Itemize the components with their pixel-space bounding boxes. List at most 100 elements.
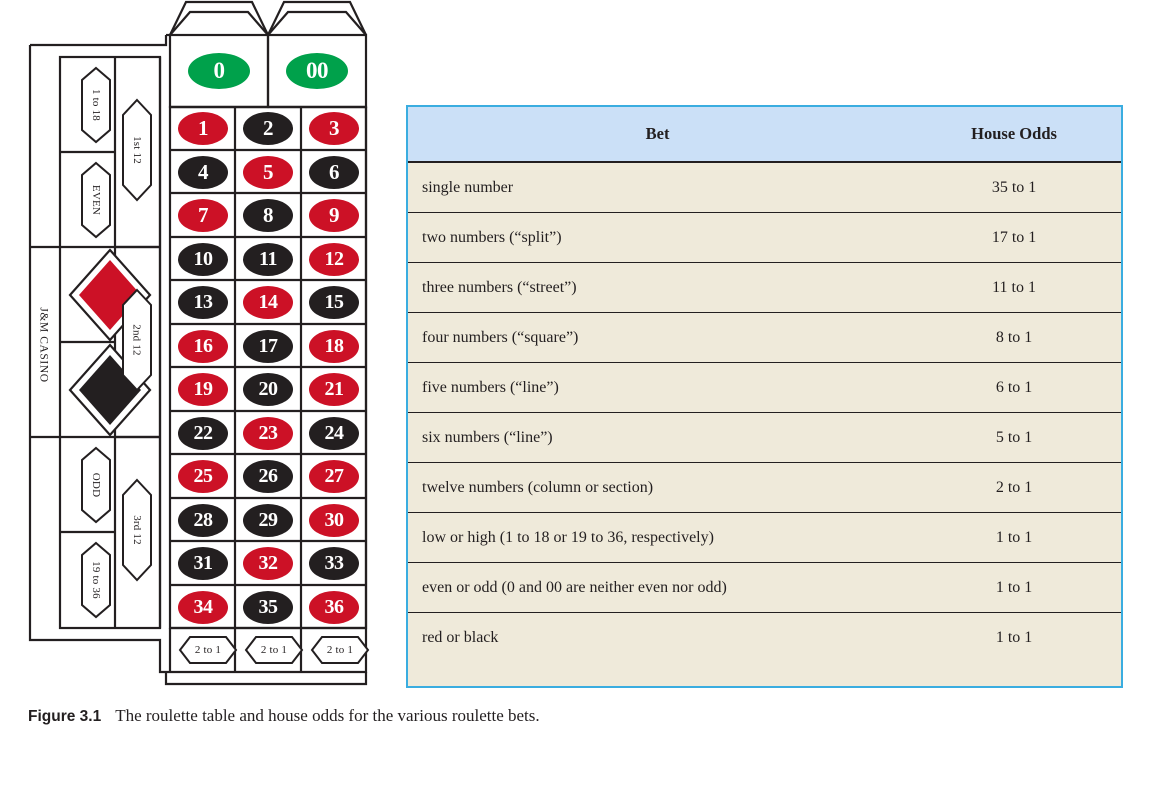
cell-odds: 5 to 1 — [907, 412, 1121, 463]
roulette-layout-lines — [28, 0, 370, 686]
bet-column-3-label: 2 to 1 — [326, 644, 354, 656]
pocket-21[interactable]: 21 — [309, 373, 359, 406]
pocket-20[interactable]: 20 — [243, 373, 293, 406]
table-row: five numbers (“line”) 6 to 1 — [408, 362, 1121, 413]
pocket-18[interactable]: 18 — [309, 330, 359, 363]
cell-bet: even or odd (0 and 00 are neither even n… — [408, 562, 908, 613]
cell-odds: 1 to 1 — [907, 612, 1121, 662]
hex-column-3 — [310, 636, 370, 664]
bet-dozen-1st-12[interactable]: 1st 12 — [107, 100, 167, 200]
table-row: twelve numbers (column or section) 2 to … — [408, 462, 1121, 513]
cell-odds: 35 to 1 — [907, 162, 1121, 213]
cell-bet: low or high (1 to 18 or 19 to 36, respec… — [408, 512, 908, 563]
pocket-23[interactable]: 23 — [243, 417, 293, 450]
pocket-25[interactable]: 25 — [178, 460, 228, 493]
pocket-26[interactable]: 26 — [243, 460, 293, 493]
cell-bet: six numbers (“line”) — [408, 412, 908, 463]
zero-wing-left-inner — [169, 10, 269, 36]
table-row: single number 35 to 1 — [408, 162, 1121, 213]
pocket-13[interactable]: 13 — [178, 286, 228, 319]
pocket-6[interactable]: 6 — [309, 156, 359, 189]
cell-odds: 11 to 1 — [907, 262, 1121, 313]
pocket-24[interactable]: 24 — [309, 417, 359, 450]
table-row: low or high (1 to 18 or 19 to 36, respec… — [408, 512, 1121, 563]
hex-even — [81, 161, 111, 239]
pocket-14[interactable]: 14 — [243, 286, 293, 319]
hex-dozen-1 — [122, 98, 152, 202]
pocket-32[interactable]: 32 — [243, 547, 293, 580]
pocket-30[interactable]: 30 — [309, 504, 359, 537]
table-row: red or black 1 to 1 — [408, 612, 1121, 662]
table-row: six numbers (“line”) 5 to 1 — [408, 412, 1121, 463]
pocket-5[interactable]: 5 — [243, 156, 293, 189]
pocket-36[interactable]: 36 — [309, 591, 359, 624]
pocket-31[interactable]: 31 — [178, 547, 228, 580]
figure-caption: Figure 3.1 The roulette table and house o… — [28, 706, 1128, 726]
cell-bet: two numbers (“split”) — [408, 212, 908, 263]
bet-dozen-3-label: 3rd 12 — [131, 515, 143, 545]
house-odds-table: Bet House Odds single number 35 to 1 two… — [406, 105, 1123, 688]
pocket-29[interactable]: 29 — [243, 504, 293, 537]
pocket-3[interactable]: 3 — [309, 112, 359, 145]
pocket-12[interactable]: 12 — [309, 243, 359, 276]
pocket-17[interactable]: 17 — [243, 330, 293, 363]
table-foot — [164, 672, 368, 686]
cell-odds: 2 to 1 — [907, 462, 1121, 513]
cell-odds: 8 to 1 — [907, 312, 1121, 363]
table-header-row: Bet House Odds — [408, 107, 1121, 163]
bet-low-label: 1 to 18 — [90, 89, 102, 121]
table-row: four numbers (“square”) 8 to 1 — [408, 312, 1121, 363]
pocket-1[interactable]: 1 — [178, 112, 228, 145]
pocket-7[interactable]: 7 — [178, 199, 228, 232]
pocket-22[interactable]: 22 — [178, 417, 228, 450]
cell-odds: 6 to 1 — [907, 362, 1121, 413]
pocket-27[interactable]: 27 — [309, 460, 359, 493]
pocket-9[interactable]: 9 — [309, 199, 359, 232]
pocket-8[interactable]: 8 — [243, 199, 293, 232]
pocket-34[interactable]: 34 — [178, 591, 228, 624]
pocket-00[interactable]: 00 — [286, 53, 348, 89]
casino-name-text: J&M CASINO — [38, 307, 50, 383]
bet-dozen-3rd-12[interactable]: 3rd 12 — [107, 480, 167, 580]
cell-odds: 1 to 1 — [907, 512, 1121, 563]
cell-bet: four numbers (“square”) — [408, 312, 908, 363]
pocket-11[interactable]: 11 — [243, 243, 293, 276]
cell-bet: single number — [408, 162, 908, 213]
bet-dozen-2nd-12[interactable]: 2nd 12 — [107, 290, 167, 390]
pocket-35[interactable]: 35 — [243, 591, 293, 624]
figure-label: Figure 3.1 — [28, 708, 102, 725]
pocket-10[interactable]: 10 — [178, 243, 228, 276]
bet-column-3[interactable]: 2 to 1 — [312, 637, 368, 663]
bet-column-1-label: 2 to 1 — [194, 644, 222, 656]
cell-bet: three numbers (“street”) — [408, 262, 908, 313]
bet-column-2[interactable]: 2 to 1 — [246, 637, 302, 663]
cell-bet: red or black — [408, 612, 908, 662]
zero-wing-left — [169, 0, 269, 36]
hex-low — [81, 66, 111, 144]
column-header-bet: Bet — [408, 107, 908, 163]
bet-even-label: EVEN — [89, 184, 102, 216]
pocket-33[interactable]: 33 — [309, 547, 359, 580]
hex-odd — [81, 446, 111, 524]
hex-high — [81, 541, 111, 619]
casino-name: J&M CASINO — [14, 290, 74, 400]
zero-wing-right — [267, 0, 367, 36]
roulette-table-figure: 0 00 1 2 3 4 5 6 7 8 9 10 11 12 13 14 15… — [0, 0, 400, 690]
bet-column-1[interactable]: 2 to 1 — [180, 637, 236, 663]
hex-dozen-2 — [122, 288, 152, 392]
pocket-28[interactable]: 28 — [178, 504, 228, 537]
pocket-2[interactable]: 2 — [243, 112, 293, 145]
cell-bet: twelve numbers (column or section) — [408, 462, 908, 513]
zero-wing-right-inner — [267, 10, 367, 36]
pocket-4[interactable]: 4 — [178, 156, 228, 189]
pocket-0[interactable]: 0 — [188, 53, 250, 89]
table-row: even or odd (0 and 00 are neither even n… — [408, 562, 1121, 613]
cell-odds: 1 to 1 — [907, 562, 1121, 613]
bet-high-label: 19 to 36 — [90, 561, 102, 599]
pocket-16[interactable]: 16 — [178, 330, 228, 363]
hex-column-1 — [178, 636, 238, 664]
figure-caption-text: The roulette table and house odds for th… — [115, 706, 540, 725]
pocket-19[interactable]: 19 — [178, 373, 228, 406]
hex-dozen-3 — [122, 478, 152, 582]
pocket-15[interactable]: 15 — [309, 286, 359, 319]
